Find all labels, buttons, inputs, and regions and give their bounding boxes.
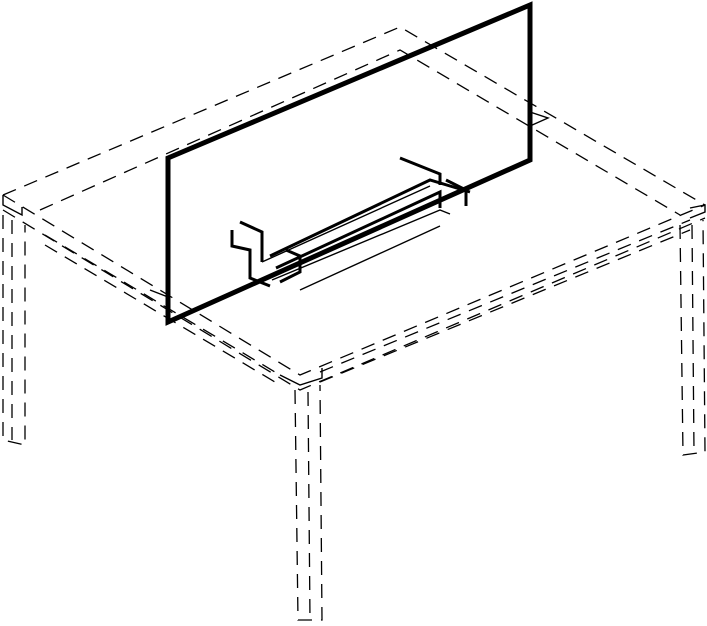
screen-panel	[165, 1, 533, 326]
table-top	[2, 26, 706, 391]
corner-caps	[2, 111, 706, 386]
table-leg-left	[2, 215, 26, 446]
table-leg-right	[679, 219, 706, 456]
mounting-bracket	[230, 156, 471, 291]
table-leg-front	[294, 384, 323, 621]
